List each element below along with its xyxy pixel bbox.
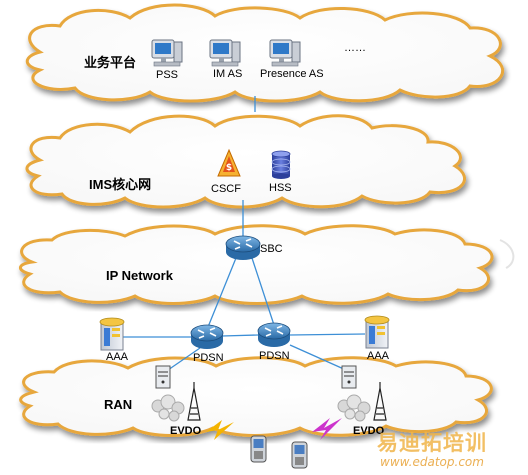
handset-right-icon — [291, 441, 308, 469]
watermark-url: www.edatop.com — [380, 455, 484, 469]
pss-computer-icon — [151, 39, 183, 67]
pss-label: PSS — [156, 69, 179, 81]
link-sbc-pdsn-right — [251, 257, 275, 326]
pdsn-left-router-icon — [190, 324, 224, 349]
pdsn-left-label: PDSN — [193, 352, 224, 364]
cloud-ip-network — [19, 224, 494, 305]
im-as-label: IM AS — [213, 68, 243, 80]
link-pdsn-right-bsc — [289, 344, 347, 371]
presence-as-label: Presence AS — [260, 68, 324, 80]
network-links — [120, 96, 366, 371]
lightning-left-icon — [206, 420, 234, 440]
aaa-left-server-icon — [99, 317, 125, 351]
link-pdsn-pdsn — [221, 334, 259, 337]
evdo-left-label: EVDO — [170, 425, 202, 437]
cscf-icon: $ — [217, 148, 241, 177]
cloud-ran — [19, 356, 493, 437]
aaa-left-label: AAA — [106, 351, 129, 363]
bsc-left-tower-icon — [151, 365, 201, 422]
handset-left-icon — [250, 435, 267, 463]
im-as-computer-icon — [209, 39, 241, 67]
sbc-label: SBC — [260, 243, 283, 255]
watermark-brand: 易迪拓培训 — [377, 431, 487, 455]
layer-label-service: 业务平台 — [84, 55, 137, 70]
hss-label: HSS — [269, 182, 292, 194]
decorative-arc — [499, 239, 515, 269]
svg-text:$: $ — [226, 163, 232, 173]
aaa-right-label: AAA — [367, 350, 390, 362]
link-pdsn-aaa-right — [289, 333, 366, 336]
cscf-label: CSCF — [211, 183, 241, 195]
hss-database-icon — [271, 150, 291, 179]
link-pdsn-left-bsc — [167, 347, 201, 371]
layer-label-ims: IMS核心网 — [89, 177, 152, 192]
bsc-right-tower-icon — [337, 365, 387, 422]
pdsn-right-label: PDSN — [259, 350, 290, 362]
sbc-router-icon — [225, 235, 261, 260]
pdsn-right-router-icon — [257, 322, 291, 347]
aaa-right-server-icon — [364, 315, 390, 349]
cloud-ims-core — [25, 114, 466, 209]
evdo-right-label: EVDO — [353, 425, 385, 437]
layer-label-ip: IP Network — [106, 268, 173, 283]
lightning-right-icon — [312, 418, 342, 440]
link-sbc-pdsn-left — [207, 257, 237, 328]
layer-label-ran: RAN — [104, 397, 133, 412]
presence-as-computer-icon — [269, 39, 301, 67]
cloud-service-platform — [25, 3, 504, 103]
more-label: …… — [344, 42, 366, 54]
